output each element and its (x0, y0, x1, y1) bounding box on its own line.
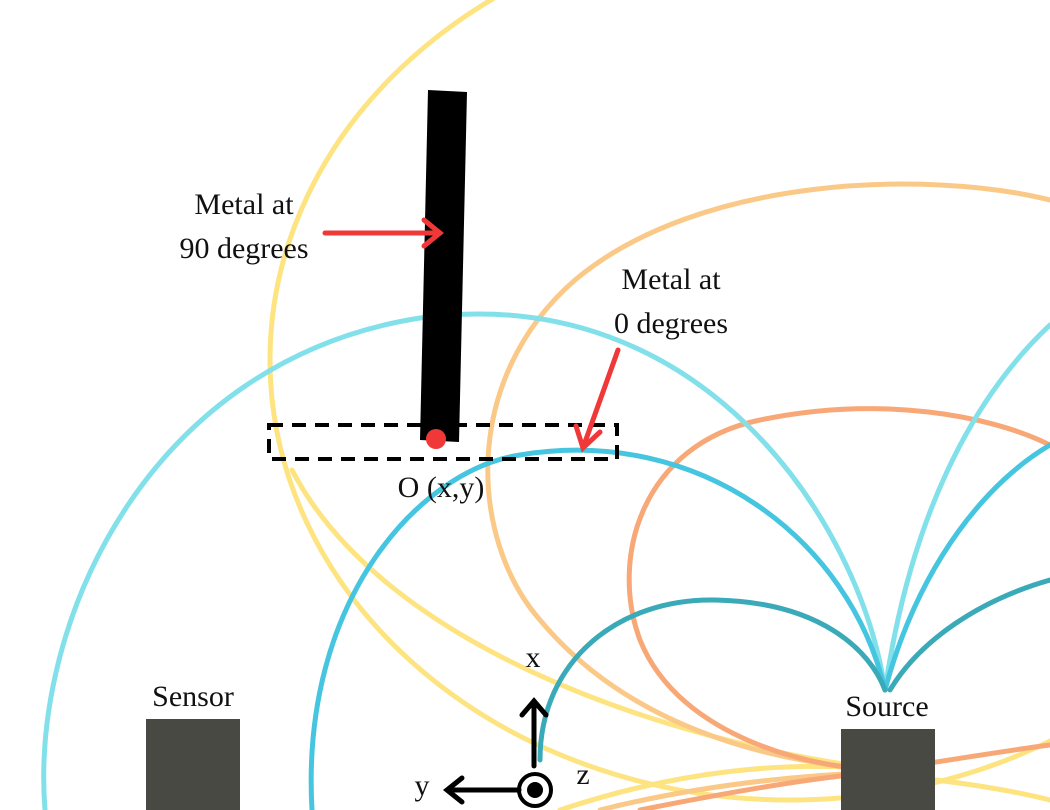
field-line-light-cyan-outer (41, 311, 888, 810)
field-line-teal (537, 597, 888, 763)
metal-0-label-line1: Metal at (621, 263, 721, 296)
field-line-cyan (308, 447, 888, 810)
sensor-label: Sensor (152, 680, 234, 713)
axis-y-label: y (415, 769, 430, 802)
z-axis-dot (527, 782, 543, 798)
metal-90-label-line1: Metal at (194, 188, 294, 221)
metal-bar-0-degrees-dashed-outline (267, 423, 619, 461)
origin-label: O (x,y) (398, 471, 485, 504)
arrow-to-metal-0 (573, 347, 621, 453)
coordinate-axes (442, 697, 553, 808)
axis-z-label: z (576, 758, 589, 791)
source-label: Source (845, 690, 928, 723)
metal-0-label-line2: 0 degrees (614, 307, 728, 340)
field-line-light-cyan-right (882, 322, 1050, 693)
field-line-cyan-right (882, 442, 1050, 693)
field-line-yellow-outer (267, 0, 1050, 803)
field-line-light-orange (485, 181, 1050, 773)
field-line-orange (626, 406, 1050, 773)
field-line-teal-right (887, 577, 1050, 693)
axis-x-label: x (526, 641, 541, 674)
field-line-yellow-lower (289, 467, 888, 773)
sensor-block (146, 719, 240, 810)
z-axis-out-of-page-symbol (517, 772, 553, 808)
metal-90-label-line2: 90 degrees (179, 232, 308, 265)
arrow-to-metal-90 (322, 217, 444, 249)
origin-point (426, 429, 446, 449)
metal-bar-90-degrees (420, 90, 467, 442)
source-block (841, 729, 935, 810)
